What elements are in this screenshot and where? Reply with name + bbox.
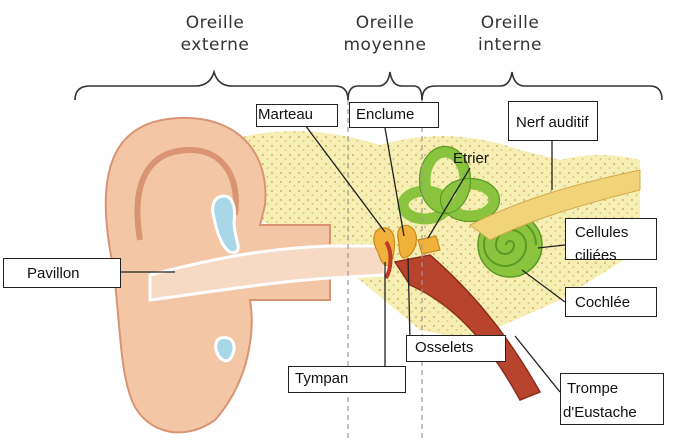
region-title-line: moyenne xyxy=(330,34,440,56)
label-tympan: Tympan xyxy=(295,370,348,388)
outer-ear-bracket xyxy=(75,72,348,100)
label-pavillon: Pavillon xyxy=(27,265,80,283)
label-cellules-line2: ciliées xyxy=(575,247,617,265)
label-trompe-line1: Trompe xyxy=(567,380,618,398)
region-title-inner-ear: Oreille interne xyxy=(450,12,570,56)
region-title-middle-ear: Oreille moyenne xyxy=(330,12,440,56)
region-title-line: interne xyxy=(450,34,570,56)
region-title-line: externe xyxy=(150,34,280,56)
label-etrier: Etrier xyxy=(453,150,489,168)
label-trompe-line2: d'Eustache xyxy=(563,404,637,422)
label-nerf-auditif: Nerf auditif xyxy=(516,114,589,132)
inner-ear-bracket xyxy=(422,72,662,100)
middle-ear-bracket xyxy=(348,72,422,100)
region-title-line: Oreille xyxy=(150,12,280,34)
label-enclume: Enclume xyxy=(356,106,414,124)
label-osselets: Osselets xyxy=(415,339,473,357)
region-title-line: Oreille xyxy=(450,12,570,34)
label-marteau: Marteau xyxy=(258,106,313,124)
label-cellules-line1: Cellules xyxy=(575,224,628,242)
region-title-line: Oreille xyxy=(330,12,440,34)
region-title-outer-ear: Oreille externe xyxy=(150,12,280,56)
label-cochlee: Cochlée xyxy=(575,294,630,312)
cartilage-lower xyxy=(216,338,234,361)
